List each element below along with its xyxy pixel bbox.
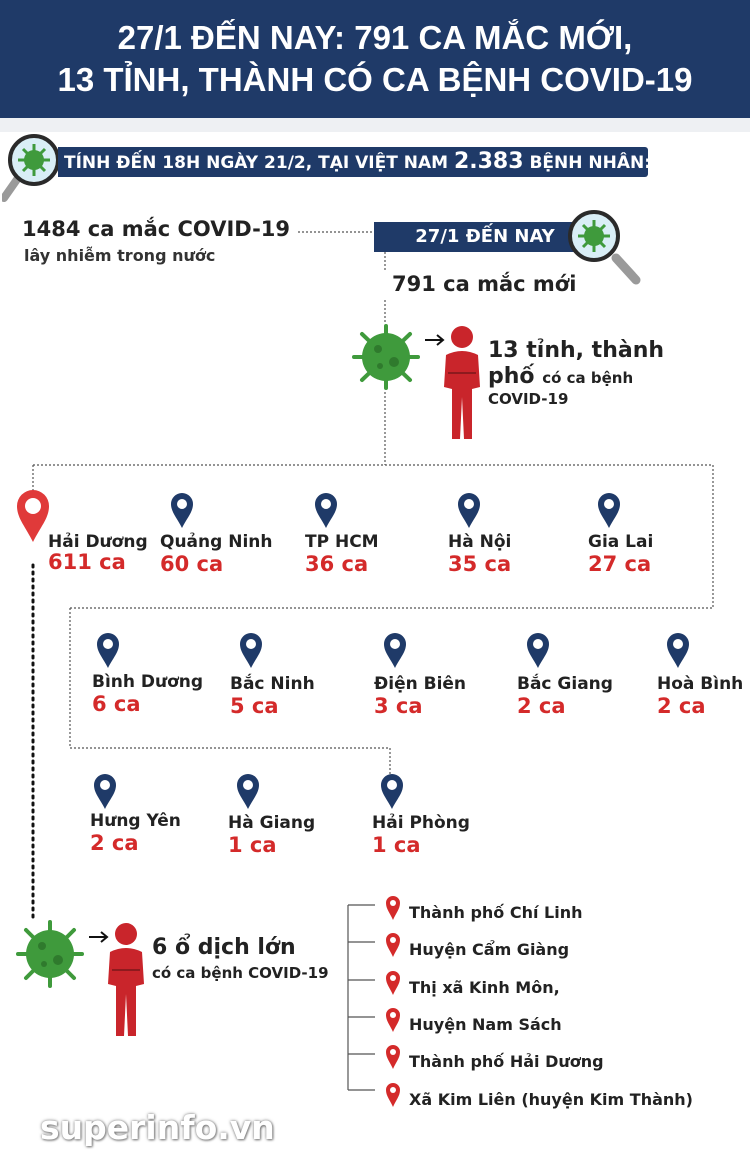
virus-icon bbox=[16, 920, 84, 988]
province-name: Hưng Yên bbox=[90, 811, 181, 831]
local-case-count: 1484 ca mắc COVID-19 bbox=[22, 217, 291, 241]
provinces-count-line2: phố bbox=[488, 364, 535, 389]
arrow-right-icon bbox=[425, 334, 445, 346]
provinces-count: 13 tỉnh, thành phố có ca bệnh bbox=[488, 338, 678, 391]
since-date-tab: 27/1 ĐẾN NAY bbox=[374, 222, 596, 252]
province-name: Hà Giang bbox=[228, 813, 316, 833]
location-pin-icon bbox=[386, 1008, 400, 1032]
location-pin-icon bbox=[386, 971, 400, 995]
outbreak-location: Thị xã Kinh Môn, bbox=[409, 978, 560, 997]
map-pin-icon bbox=[94, 774, 116, 809]
local-case-subtitle: lây nhiễm trong nước bbox=[24, 246, 216, 265]
magnifier-virus-icon bbox=[568, 210, 641, 285]
header-title-line2: 13 TỈNH, THÀNH CÓ CA BỆNH COVID-19 bbox=[57, 61, 693, 98]
province-name: Hoà Bình bbox=[657, 674, 744, 694]
province-cases: 27 ca bbox=[588, 552, 652, 576]
header-title-line1: 27/1 ĐẾN NAY: 791 CA MẮC MỚI, bbox=[117, 19, 633, 56]
map-pin-icon bbox=[598, 493, 620, 528]
map-pin-icon bbox=[527, 633, 549, 668]
map-pin-icon bbox=[97, 633, 119, 668]
virus-icon bbox=[352, 324, 420, 390]
map-pin-icon bbox=[384, 633, 406, 668]
province-cases: 2 ca bbox=[517, 694, 566, 718]
map-pin-icon bbox=[17, 490, 49, 542]
location-pin-icon bbox=[386, 933, 400, 957]
outbreak-location: Xã Kim Liên (huyện Kim Thành) bbox=[409, 1090, 693, 1109]
provinces-count-line2-small: có ca bệnh bbox=[542, 369, 634, 387]
summary-suffix: BỆNH NHÂN: bbox=[529, 153, 652, 173]
province-name: Hà Nội bbox=[448, 532, 512, 552]
outbreak-location: Huyện Nam Sách bbox=[409, 1015, 562, 1034]
location-pin-icon bbox=[386, 896, 400, 920]
province-name: Hải Dương bbox=[48, 532, 148, 552]
province-cases: 6 ca bbox=[92, 692, 141, 716]
province-cases: 1 ca bbox=[228, 833, 277, 857]
header-banner: 27/1 ĐẾN NAY: 791 CA MẮC MỚI, 13 TỈNH, T… bbox=[0, 0, 750, 118]
arrow-right-icon bbox=[89, 931, 109, 943]
province-name: Bình Dương bbox=[92, 672, 204, 692]
map-pin-icon bbox=[240, 633, 262, 668]
person-icon bbox=[108, 923, 144, 1036]
location-pin-icon bbox=[386, 1045, 400, 1069]
outbreak-location: Thành phố Chí Linh bbox=[409, 903, 583, 922]
provinces-count-line1: 13 tỉnh, thành bbox=[488, 338, 665, 363]
province-cases: 60 ca bbox=[160, 552, 224, 576]
province-name: Hải Phòng bbox=[372, 813, 470, 833]
watermark: superinfo.vn bbox=[40, 1108, 275, 1147]
summary-bar: TÍNH ĐẾN 18H NGÀY 21/2, TẠI VIỆT NAM 2.3… bbox=[58, 147, 652, 177]
map-pin-icon bbox=[171, 493, 193, 528]
province-cases: 2 ca bbox=[90, 831, 139, 855]
outbreak-title: 6 ổ dịch lớn bbox=[152, 935, 296, 960]
province-cases: 2 ca bbox=[657, 694, 706, 718]
province-name: Bắc Giang bbox=[517, 674, 613, 694]
map-pin-icon bbox=[237, 774, 259, 809]
province-name: Điện Biên bbox=[374, 674, 467, 694]
provinces-desc: COVID-19 bbox=[488, 390, 569, 408]
person-icon bbox=[444, 326, 480, 439]
outbreak-location: Huyện Cẩm Giàng bbox=[409, 940, 570, 959]
province-name: Gia Lai bbox=[588, 532, 654, 552]
province-cases: 36 ca bbox=[305, 552, 369, 576]
province-name: Quảng Ninh bbox=[160, 532, 273, 552]
province-cases: 5 ca bbox=[230, 694, 279, 718]
location-pin-icon bbox=[386, 1083, 400, 1107]
map-pin-icon bbox=[381, 774, 403, 809]
map-pin-icon bbox=[667, 633, 689, 668]
summary-total: 2.383 bbox=[453, 149, 524, 174]
province-cases: 3 ca bbox=[374, 694, 423, 718]
province-name: TP HCM bbox=[305, 532, 379, 552]
header-divider-band bbox=[0, 118, 750, 132]
summary-prefix: TÍNH ĐẾN 18H NGÀY 21/2, TẠI VIỆT NAM bbox=[64, 153, 449, 173]
province-cases: 35 ca bbox=[448, 552, 512, 576]
province-cases: 611 ca bbox=[48, 550, 126, 574]
magnifier-virus-icon bbox=[2, 134, 60, 202]
province-name: Bắc Ninh bbox=[230, 674, 315, 694]
outbreak-subtitle: có ca bệnh COVID-19 bbox=[152, 964, 329, 982]
outbreak-location: Thành phố Hải Dương bbox=[409, 1052, 604, 1071]
map-pin-icon bbox=[315, 493, 337, 528]
province-cases: 1 ca bbox=[372, 833, 421, 857]
map-pin-icon bbox=[458, 493, 480, 528]
new-cases-count: 791 ca mắc mới bbox=[392, 272, 577, 296]
